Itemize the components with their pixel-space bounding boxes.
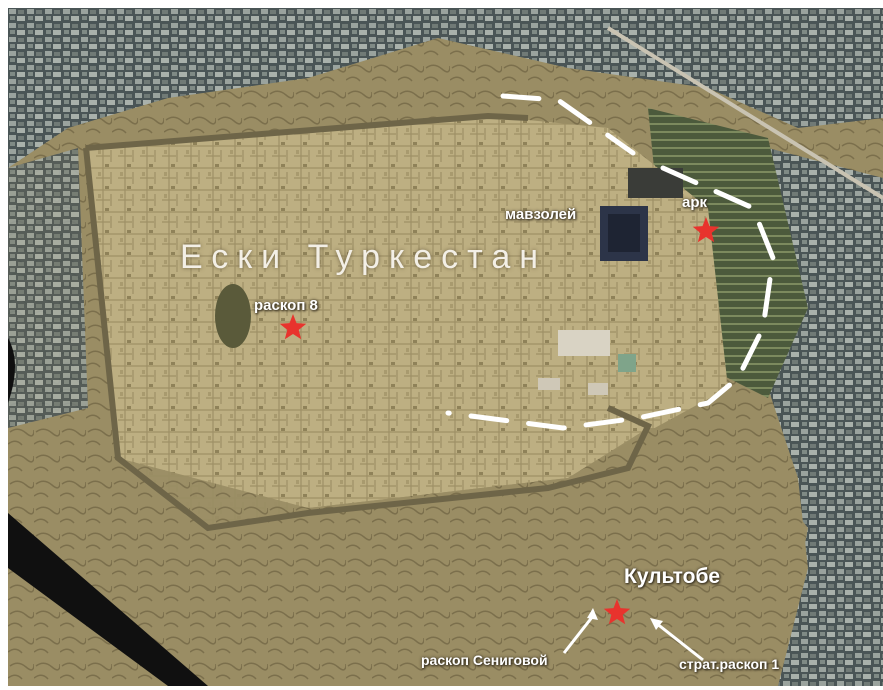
- arrow-icon: [650, 618, 663, 630]
- dark-band: [8, 513, 208, 686]
- mausoleum-roof: [608, 214, 640, 252]
- excavation8-label: раскоп 8: [254, 297, 318, 314]
- building-green: [618, 354, 636, 372]
- kultobe-label: Культобе: [624, 565, 721, 588]
- city-label: Ески Туркестан: [180, 238, 548, 276]
- arrow-icon: [655, 621, 704, 662]
- star-icon: [279, 314, 307, 340]
- ark-label: арк: [682, 194, 708, 211]
- building-central: [558, 330, 610, 356]
- dark-mound: [215, 284, 251, 348]
- edge-shadow: [8, 338, 15, 403]
- building-small-1: [538, 378, 560, 390]
- road: [606, 26, 883, 200]
- star-icon: [279, 217, 720, 625]
- urban-area-north: [8, 8, 883, 168]
- arrow-icon: [587, 608, 598, 620]
- city-wall: [83, 112, 653, 532]
- star-icon: [603, 599, 631, 625]
- urban-area-west: [8, 148, 88, 428]
- old-city-ruins: [86, 116, 728, 528]
- map-graphics: [8, 8, 883, 686]
- building-small-2: [588, 383, 608, 395]
- strat-label: страт.раскоп 1: [679, 656, 780, 672]
- arrow-icon: [562, 615, 595, 654]
- dashed-boundary: [445, 93, 776, 431]
- mausoleum-label: мавзолей: [505, 206, 577, 223]
- senigova-label: раскоп Сениговой: [421, 652, 548, 668]
- southern-ruins: [118, 428, 808, 686]
- aerial-map: Ески Туркестан мавзолей арк раскоп 8 Кул…: [8, 8, 883, 686]
- star-icon: [692, 217, 720, 243]
